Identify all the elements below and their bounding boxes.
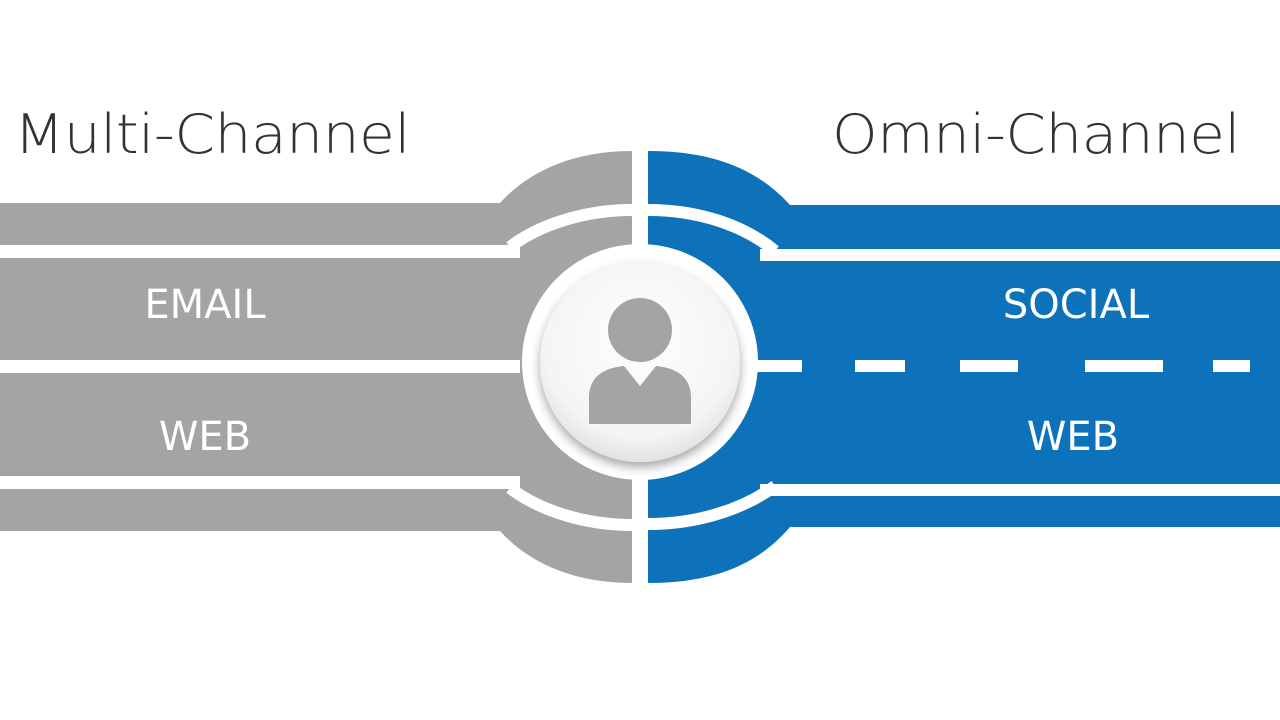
omni-channel-heading: Omni-Channel: [832, 103, 1240, 166]
right-road-dash: [1213, 360, 1250, 372]
right-road-dash: [1085, 360, 1163, 372]
left-road-lane-divider: [0, 476, 520, 489]
right-road-dash: [752, 360, 802, 372]
left-road-lane-divider: [0, 360, 520, 373]
omni-channel-road: [647, 151, 1280, 583]
left-road-curve-line: [506, 204, 633, 252]
right-road-curve-line: [647, 481, 779, 530]
person-body: [589, 366, 691, 424]
lane-label-web-left: WEB: [159, 414, 251, 460]
left-road-lane-divider: [0, 245, 520, 258]
left-road-curve-line: [506, 483, 633, 531]
right-road-curve-line: [647, 204, 779, 256]
multi-channel-heading: Multi-Channel: [14, 103, 410, 166]
right-road-dash: [855, 360, 905, 372]
lane-label-social: SOCIAL: [1003, 282, 1150, 328]
lane-label-email: EMAIL: [144, 282, 266, 328]
customer-hub: [522, 244, 758, 480]
right-road-dash: [960, 360, 1018, 372]
right-road-edge-line: [760, 484, 1280, 496]
lane-label-web-right: WEB: [1027, 414, 1119, 460]
right-road-edge-line: [760, 249, 1280, 261]
multi-channel-road: [0, 151, 633, 583]
person-icon: [589, 298, 691, 424]
person-head: [608, 298, 672, 362]
